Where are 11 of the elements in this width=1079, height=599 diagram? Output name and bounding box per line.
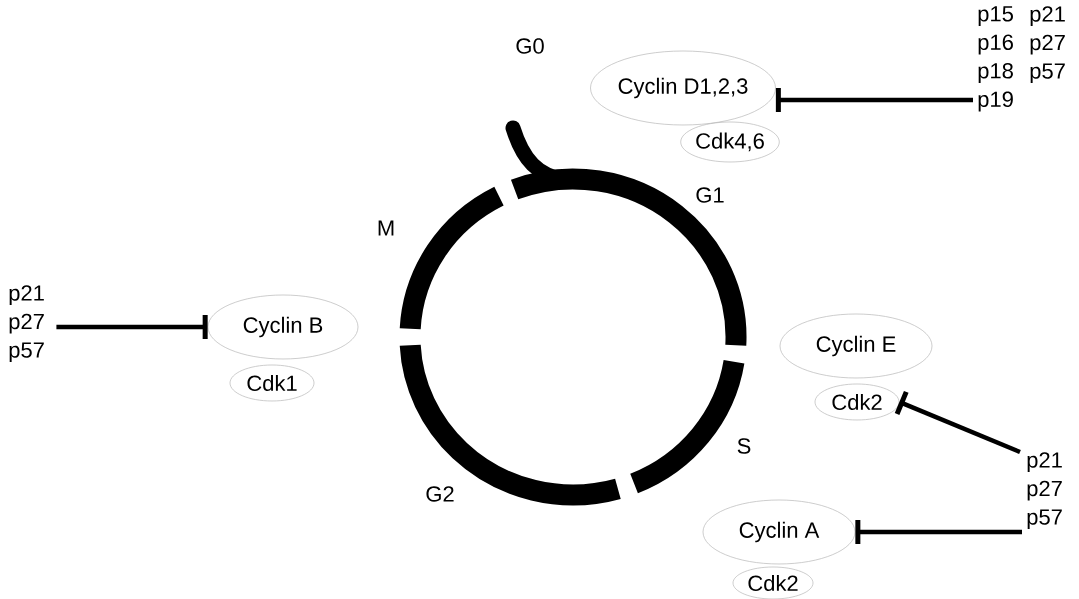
inhibition-arrow <box>855 520 1022 544</box>
phase-label: G1 <box>696 187 724 203</box>
phase-label: G0 <box>516 38 544 54</box>
inhibitor-list: p21 p27 p57 <box>9 285 44 363</box>
inhibition-arrow <box>775 88 973 112</box>
phase-label: M <box>378 220 394 236</box>
inhibition-arrow <box>56 315 208 339</box>
phase-label: S <box>737 438 751 454</box>
inhibitor-list: p15 p16 p18 p19 p21 p27 p57 <box>978 6 1065 112</box>
inhibitor-list: p21 p27 p57 <box>1027 452 1062 530</box>
phase-label: G2 <box>426 486 454 502</box>
